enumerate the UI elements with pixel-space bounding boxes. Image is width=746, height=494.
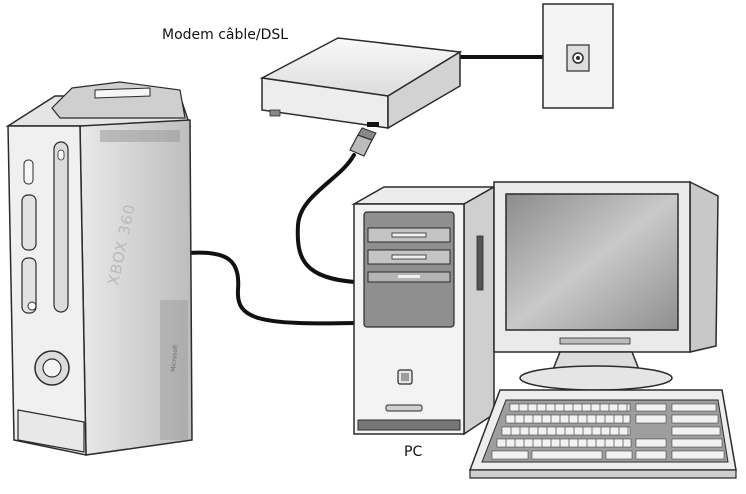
pc-monitor bbox=[493, 180, 719, 391]
pc-label: PC bbox=[404, 444, 423, 460]
wall-jack bbox=[542, 3, 614, 109]
keyboard bbox=[468, 389, 737, 479]
cable-xbox-to-pc bbox=[186, 250, 357, 326]
modem-label: Modem câble/DSL bbox=[162, 27, 289, 43]
xbox-brand-text: Microsoft bbox=[170, 344, 179, 372]
cable-modem bbox=[259, 37, 463, 157]
cable-modem-to-pc bbox=[295, 153, 357, 284]
xbox-360-console: XBOX 360 Microsoft bbox=[5, 81, 193, 456]
pc-tower bbox=[351, 185, 497, 436]
